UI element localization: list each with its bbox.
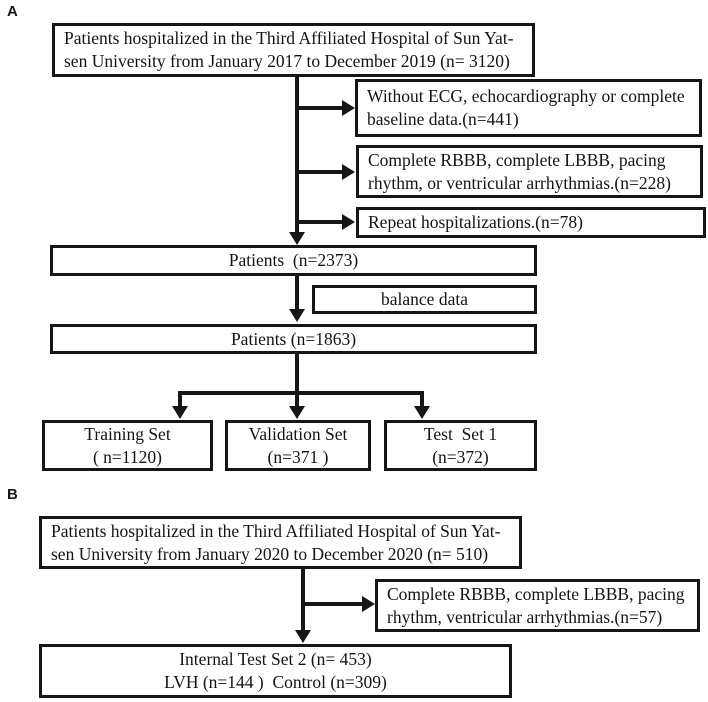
stem-a3-line <box>295 354 299 393</box>
box-text-line: rhythm, ventricular arrhythmias.(n=57) <box>387 606 663 627</box>
exclusion-box-bbb-a: Complete RBBB, complete LBBB, pacing rhy… <box>356 145 703 198</box>
branch-a3-line <box>297 220 343 224</box>
box-text-line: (n=371 ) <box>267 446 329 467</box>
box-text-line: Patients (n=2373) <box>228 250 359 270</box>
patients-2373-box: Patients (n=2373) <box>50 245 537 276</box>
box-text-line: Patients (n=1863) <box>230 328 357 349</box>
box-text-line: Patients hospitalized in the Third Affil… <box>51 520 501 541</box>
stem-a-arrowhead <box>289 232 305 245</box>
branch-b1-arrowhead <box>362 596 375 612</box>
box-text-line: Patients hospitalized in the Third Affil… <box>64 28 514 48</box>
branch-a2-arrowhead <box>342 164 355 180</box>
distributor-line <box>178 391 424 395</box>
balance-data-box: balance data <box>312 285 537 314</box>
stem-a2-arrowhead <box>289 309 305 322</box>
box-text-line: baseline data.(n=441) <box>367 109 519 129</box>
panel-a-label: A <box>7 3 18 20</box>
test-set-1-box: Test Set 1 (n=372) <box>384 420 537 471</box>
training-set-box: Training Set ( n=1120) <box>42 420 213 471</box>
internal-test-set-box: Internal Test Set 2 (n= 453) LVH (n=144 … <box>39 644 512 698</box>
stem-a2-line <box>295 276 299 310</box>
box-text-line: Repeat hospitalizations.(n=78) <box>368 212 583 232</box>
box-text-line: Training Set <box>84 423 171 444</box>
box-text-line: Without ECG, echocardiography or complet… <box>367 86 685 106</box>
box-text-line: balance data <box>381 289 468 309</box>
branch-a1-line <box>297 106 343 110</box>
box-text-line: rhythm, or ventricular arrhythmias.(n=22… <box>368 172 671 193</box>
drop-test1-line <box>420 391 424 407</box>
branch-b1-line <box>301 602 363 606</box>
branch-a1-arrowhead <box>342 100 355 116</box>
stem-b-line <box>301 568 305 631</box>
patients-1863-box: Patients (n=1863) <box>50 324 537 354</box>
box-text-line: Test Set 1 <box>423 423 498 444</box>
cohort-source-box-b: Patients hospitalized in the Third Affil… <box>39 516 522 569</box>
box-text-line: LVH (n=144 ) Control (n=309) <box>164 672 387 692</box>
box-text-line: ( n=1120) <box>92 446 162 467</box>
panel-b-label: B <box>7 486 18 503</box>
box-text-line: Validation Set <box>248 423 348 444</box>
drop-training-line <box>178 391 182 407</box>
drop-training-arrowhead <box>172 406 188 419</box>
box-text-line: sen University from January 2020 to Dece… <box>51 543 489 564</box>
exclusion-box-bbb-b: Complete RBBB, complete LBBB, pacing rhy… <box>375 579 700 632</box>
drop-validation-arrowhead <box>289 406 305 419</box>
exclusion-box-repeat: Repeat hospitalizations.(n=78) <box>356 207 706 238</box>
box-text-line: Complete RBBB, complete LBBB, pacing <box>368 149 666 170</box>
box-text-line: sen University from January 2017 to Dece… <box>64 51 510 71</box>
validation-set-box: Validation Set (n=371 ) <box>225 420 371 471</box>
cohort-source-box-a: Patients hospitalized in the Third Affil… <box>52 23 535 77</box>
branch-a2-line <box>297 170 343 174</box>
drop-validation-line <box>295 395 299 407</box>
branch-a3-arrowhead <box>342 214 355 230</box>
box-text-line: (n=372) <box>432 446 489 467</box>
box-text-line: Internal Test Set 2 (n= 453) <box>179 649 372 669</box>
drop-test1-arrowhead <box>414 406 430 419</box>
box-text-line: Complete RBBB, complete LBBB, pacing <box>387 583 685 604</box>
stem-a-line <box>295 76 299 234</box>
stem-b-arrowhead <box>295 630 311 643</box>
exclusion-box-ecg: Without ECG, echocardiography or complet… <box>355 79 702 137</box>
